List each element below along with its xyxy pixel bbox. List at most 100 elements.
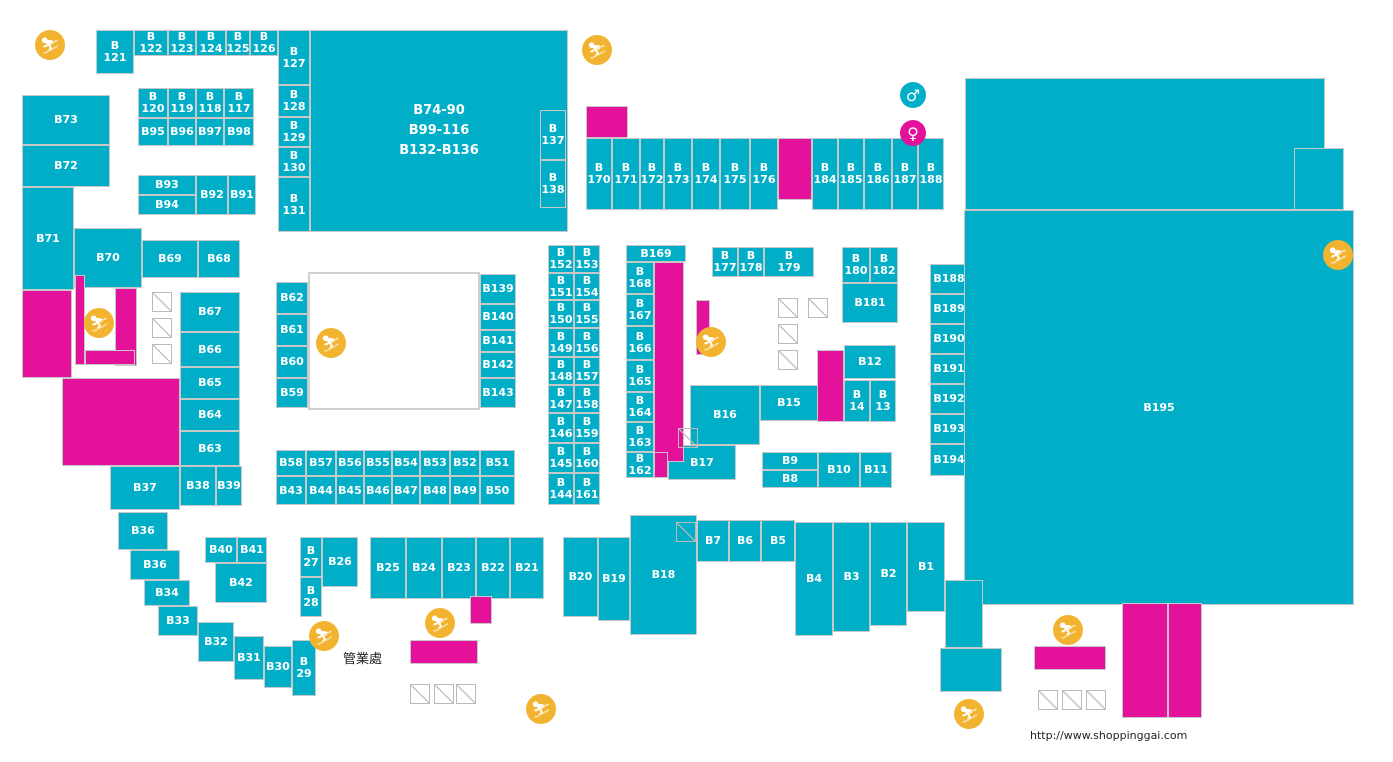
shop-unit[interactable]: B92 xyxy=(196,175,228,215)
shop-unit[interactable]: B38 xyxy=(180,466,216,506)
shop-unit[interactable]: B 138 xyxy=(540,160,566,208)
shop-unit[interactable]: B91 xyxy=(228,175,256,215)
shop-unit[interactable]: B97 xyxy=(196,118,224,146)
shop-unit[interactable]: B 117 xyxy=(224,88,254,118)
shop-unit[interactable]: B 127 xyxy=(278,30,310,85)
shop-unit[interactable]: B 118 xyxy=(196,88,224,118)
shop-unit[interactable]: B139 xyxy=(480,274,516,304)
shop-unit[interactable]: B4 xyxy=(795,522,833,636)
shop-unit[interactable]: B61 xyxy=(276,314,308,346)
shop-unit[interactable]: B70 xyxy=(74,228,142,288)
shop-unit[interactable]: B169 xyxy=(626,245,686,262)
shop-unit[interactable]: B1 xyxy=(907,522,945,612)
shop-unit[interactable]: B58 xyxy=(276,450,306,476)
shop-unit[interactable]: B44 xyxy=(306,476,336,505)
shop-unit[interactable]: B18 xyxy=(630,515,697,635)
shop-unit[interactable]: B191 xyxy=(930,354,968,384)
shop-unit[interactable]: B55 xyxy=(364,450,392,476)
shop-unit[interactable]: B 175 xyxy=(720,138,750,210)
shop-unit[interactable] xyxy=(965,78,1325,210)
shop-unit[interactable] xyxy=(1294,148,1344,210)
shop-unit[interactable]: B 151 xyxy=(548,273,574,300)
shop-unit[interactable]: B2 xyxy=(870,522,907,626)
shop-unit[interactable]: B20 xyxy=(563,537,598,617)
shop-unit[interactable] xyxy=(940,648,1002,692)
shop-unit[interactable]: B72 xyxy=(22,145,110,187)
shop-unit[interactable]: B 162 xyxy=(626,452,654,478)
shop-unit[interactable]: B 187 xyxy=(892,138,918,210)
shop-unit[interactable]: B71 xyxy=(22,187,74,290)
shop-unit[interactable]: B16 xyxy=(690,385,760,445)
shop-unit[interactable]: B 179 xyxy=(764,247,814,277)
shop-unit[interactable]: B189 xyxy=(930,294,968,324)
shop-unit[interactable]: B 120 xyxy=(138,88,168,118)
shop-unit[interactable]: B94 xyxy=(138,195,196,215)
shop-unit[interactable]: B 29 xyxy=(292,640,316,696)
shop-unit[interactable]: B 28 xyxy=(300,577,322,617)
shop-unit[interactable]: B49 xyxy=(450,476,480,505)
shop-unit[interactable]: B 123 xyxy=(168,30,196,56)
shop-unit[interactable]: B 13 xyxy=(870,380,896,422)
shop-unit[interactable]: B 154 xyxy=(574,273,600,300)
shop-unit[interactable]: B54 xyxy=(392,450,420,476)
shop-unit[interactable]: B 128 xyxy=(278,85,310,117)
shop-unit[interactable]: B15 xyxy=(760,385,818,421)
shop-unit[interactable]: B32 xyxy=(198,622,234,662)
shop-unit[interactable]: B3 xyxy=(833,522,870,632)
shop-unit[interactable]: B 165 xyxy=(626,360,654,392)
shop-unit[interactable]: B195 xyxy=(964,210,1354,605)
shop-unit[interactable]: B 186 xyxy=(864,138,892,210)
shop-unit[interactable]: B42 xyxy=(215,563,267,603)
shop-unit[interactable]: B7 xyxy=(697,520,729,562)
shop-unit[interactable]: B181 xyxy=(842,283,898,323)
shop-unit[interactable] xyxy=(945,580,983,648)
shop-unit[interactable]: B143 xyxy=(480,378,516,408)
shop-unit[interactable]: B194 xyxy=(930,444,968,476)
shop-unit[interactable]: B 125 xyxy=(226,30,250,56)
shop-unit[interactable]: B 130 xyxy=(278,147,310,177)
shop-unit[interactable]: B142 xyxy=(480,352,516,378)
shop-unit[interactable]: B 173 xyxy=(664,138,692,210)
shop-unit[interactable]: B41 xyxy=(237,537,267,563)
shop-unit[interactable]: B33 xyxy=(158,606,198,636)
shop-unit[interactable]: B65 xyxy=(180,367,240,399)
shop-unit[interactable]: B63 xyxy=(180,431,240,466)
shop-unit[interactable]: B 176 xyxy=(750,138,778,210)
shop-unit[interactable]: B 124 xyxy=(196,30,226,56)
shop-unit[interactable]: B48 xyxy=(420,476,450,505)
shop-unit[interactable]: B23 xyxy=(442,537,476,599)
shop-unit[interactable]: B 170 xyxy=(586,138,612,210)
shop-unit[interactable]: B190 xyxy=(930,324,968,354)
shop-unit[interactable]: B 121 xyxy=(96,30,134,74)
shop-unit[interactable]: B31 xyxy=(234,636,264,680)
shop-unit[interactable]: B193 xyxy=(930,414,968,444)
shop-unit[interactable]: B9 xyxy=(762,452,818,470)
shop-unit[interactable]: B 160 xyxy=(574,443,600,473)
shop-unit[interactable]: B46 xyxy=(364,476,392,505)
shop-unit[interactable]: B43 xyxy=(276,476,306,505)
shop-unit[interactable]: B 161 xyxy=(574,473,600,505)
shop-unit[interactable]: B34 xyxy=(144,580,190,606)
shop-unit[interactable]: B40 xyxy=(205,537,237,563)
shop-unit[interactable]: B 180 xyxy=(842,247,870,283)
shop-unit[interactable]: B 150 xyxy=(548,300,574,328)
shop-unit[interactable]: B 157 xyxy=(574,357,600,385)
shop-unit[interactable]: B25 xyxy=(370,537,406,599)
shop-unit[interactable]: B74-90 B99-116 B132-B136 xyxy=(310,30,568,232)
shop-unit[interactable]: B39 xyxy=(216,466,242,506)
shop-unit[interactable]: B11 xyxy=(860,452,892,488)
shop-unit[interactable]: B36 xyxy=(118,512,168,550)
shop-unit[interactable]: B 155 xyxy=(574,300,600,328)
shop-unit[interactable]: B8 xyxy=(762,470,818,488)
shop-unit[interactable]: B 152 xyxy=(548,245,574,273)
shop-unit[interactable]: B37 xyxy=(110,466,180,510)
shop-unit[interactable]: B36 xyxy=(130,550,180,580)
shop-unit[interactable]: B57 xyxy=(306,450,336,476)
shop-unit[interactable]: B51 xyxy=(480,450,515,476)
shop-unit[interactable]: B45 xyxy=(336,476,364,505)
shop-unit[interactable]: B 174 xyxy=(692,138,720,210)
shop-unit[interactable]: B10 xyxy=(818,452,860,488)
shop-unit[interactable]: B 167 xyxy=(626,294,654,326)
shop-unit[interactable]: B 178 xyxy=(738,247,764,277)
shop-unit[interactable]: B53 xyxy=(420,450,450,476)
